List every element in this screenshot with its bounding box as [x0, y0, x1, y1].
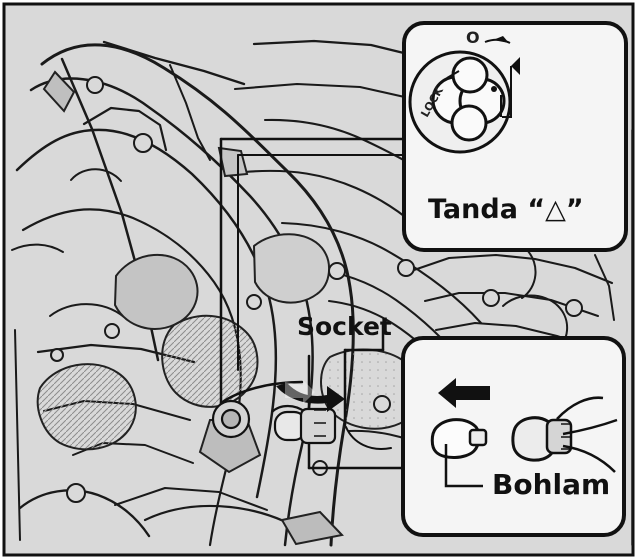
- open-mark-label: O: [466, 28, 480, 47]
- tanda-label: Tanda “△”: [428, 194, 584, 225]
- bohlam-label: Bohlam: [492, 468, 610, 501]
- socket-label: Socket: [297, 312, 392, 341]
